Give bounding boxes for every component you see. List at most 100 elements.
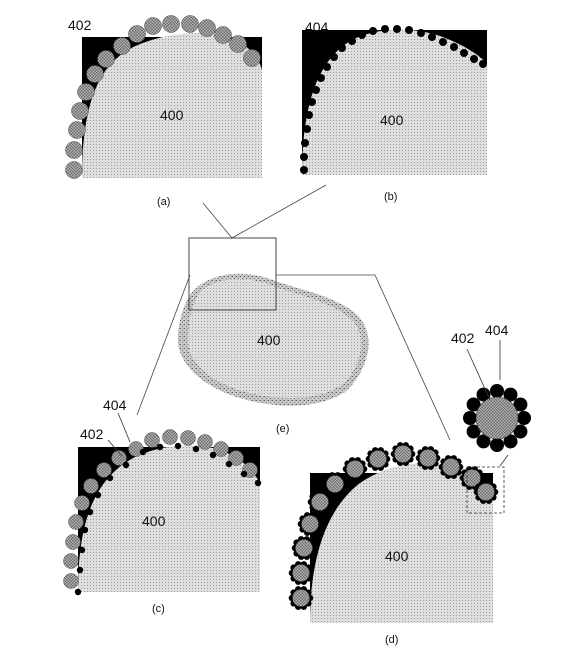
panel-d-zoom-box — [466, 466, 505, 514]
panel-c-body-label: 400 — [142, 513, 166, 529]
panel-c-leader-402 — [107, 439, 123, 457]
panel-d: 400 (d) — [288, 442, 509, 646]
particle-402 — [111, 450, 127, 466]
particle-404 — [450, 43, 458, 51]
panel-e-zoom-box — [188, 237, 277, 311]
particle-402 — [213, 441, 229, 457]
particle-402 — [63, 573, 79, 589]
particle-404 — [503, 434, 518, 449]
particle-402 — [442, 458, 460, 476]
panel-e: 400 (e) — [178, 237, 369, 435]
panel-a-particles — [65, 15, 261, 179]
panel-d-inset-leader — [499, 454, 509, 467]
particle-404 — [225, 460, 233, 468]
particle-402 — [228, 450, 244, 466]
particle-402 — [65, 534, 81, 550]
particle-404 — [463, 411, 477, 425]
panel-c-ref-402: 402 — [80, 426, 104, 442]
particle-402 — [326, 475, 344, 493]
particle-402 — [71, 102, 89, 120]
panel-d-body-400 — [310, 463, 493, 623]
panel-e-body-400 — [188, 278, 362, 399]
panel-c-particles — [63, 429, 262, 596]
particle-404 — [303, 125, 311, 133]
panel-b-caption: (b) — [384, 191, 397, 203]
panel-b-body-label: 400 — [380, 112, 404, 128]
particle-404 — [330, 53, 338, 61]
particle-404 — [428, 33, 436, 41]
particle-402 — [86, 65, 104, 83]
inset-leader-402 — [466, 348, 491, 401]
particle-404 — [209, 451, 217, 459]
particle-404 — [76, 566, 84, 574]
panel-a-body-label: 400 — [160, 107, 184, 123]
particle-402 — [214, 26, 232, 44]
particle-404 — [94, 491, 102, 499]
particle-404 — [240, 470, 248, 478]
particle-402 — [198, 19, 216, 37]
particle-404 — [78, 546, 86, 554]
particle-404 — [300, 153, 308, 161]
particle-402 — [369, 450, 387, 468]
connector-lines-bottom — [136, 274, 451, 441]
particle-402 — [74, 495, 90, 511]
particle-404 — [381, 25, 389, 33]
panel-e-caption: (e) — [276, 423, 289, 435]
panel-a: 402 400 (a) — [65, 15, 262, 208]
particle-404 — [139, 448, 147, 456]
panel-c-body-400 — [78, 445, 260, 592]
particle-402 — [180, 430, 196, 446]
particle-404 — [156, 443, 164, 451]
particle-402 — [68, 514, 84, 530]
particle-404 — [308, 98, 316, 106]
particle-404 — [122, 461, 130, 469]
particle-402 — [113, 37, 131, 55]
particle-404 — [348, 37, 356, 45]
particle-404 — [417, 29, 425, 37]
panel-d-particles — [288, 442, 499, 610]
particle-402 — [301, 515, 319, 533]
particle-404 — [466, 424, 481, 439]
panel-b-particles — [300, 25, 487, 174]
panel-b-ref-404: 404 — [305, 19, 329, 35]
particle-402 — [128, 25, 146, 43]
particle-402 — [65, 141, 83, 159]
particle-404 — [476, 387, 491, 402]
particle-404 — [369, 27, 377, 35]
particle-402 — [311, 493, 329, 511]
particle-404 — [305, 111, 313, 119]
particle-404 — [323, 63, 331, 71]
particle-404 — [479, 60, 487, 68]
inset-ref-402: 402 — [451, 330, 475, 346]
panel-a-caption: (a) — [157, 196, 170, 208]
particle-404 — [439, 38, 447, 46]
particle-404 — [490, 438, 504, 452]
particle-404 — [513, 397, 528, 412]
particle-404 — [254, 479, 262, 487]
particle-404 — [358, 31, 366, 39]
particle-402 — [144, 432, 160, 448]
panel-d-body-label: 400 — [385, 548, 409, 564]
particle-404 — [81, 526, 89, 534]
particle-402 — [295, 539, 313, 557]
particle-402 — [394, 445, 412, 463]
particle-402 — [162, 429, 178, 445]
particle-404 — [393, 25, 401, 33]
particle-404 — [513, 424, 528, 439]
panel-c-caption: (c) — [152, 603, 165, 615]
particle-402 — [63, 553, 79, 569]
particle-402 — [162, 15, 180, 33]
particle-404 — [86, 508, 94, 516]
particle-404 — [301, 139, 309, 147]
panel-e-body-label: 400 — [257, 332, 281, 348]
panel-c-leader-404 — [117, 412, 131, 443]
panel-a-body-400 — [82, 32, 262, 178]
particle-402 — [96, 462, 112, 478]
inset-core-particle-402 — [475, 396, 519, 440]
particle-402 — [197, 434, 213, 450]
particle-404 — [174, 442, 182, 450]
particle-404 — [317, 74, 325, 82]
particle-404 — [312, 86, 320, 94]
particle-404 — [338, 44, 346, 52]
